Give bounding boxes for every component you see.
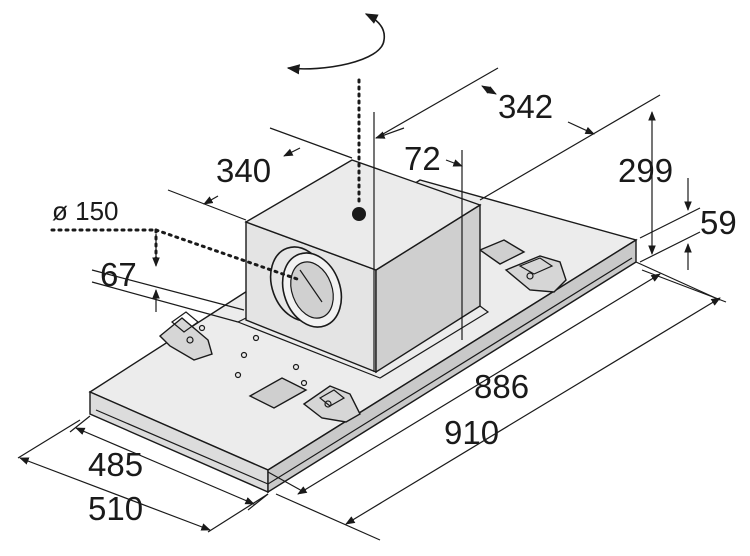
mount-hole: [198, 324, 206, 332]
dimension-duct-diameter: ø 150: [52, 196, 119, 226]
dimension-lines: [17, 67, 727, 541]
mount-hole: [234, 371, 242, 379]
dimension-duct-offset: 72: [404, 140, 441, 177]
panel-cutout: [478, 239, 526, 265]
dimension-box-depth: 340: [216, 152, 271, 189]
dimension-rotation-width: 342: [498, 88, 553, 125]
dimension-panel-height: 59: [700, 204, 737, 241]
dimension-box-height: 299: [618, 152, 673, 189]
dimension-outer-width: 510: [88, 490, 143, 527]
mount-hole: [252, 334, 260, 342]
mounting-bracket: [158, 311, 213, 361]
dimension-inner-width: 485: [88, 446, 143, 483]
rotation-arrow: [286, 13, 386, 208]
dimension-outer-length: 910: [444, 414, 499, 451]
mount-hole: [240, 351, 248, 359]
dimension-inner-length: 886: [474, 368, 529, 405]
dimension-duct-height: 67: [100, 256, 137, 293]
pivot-point: [352, 207, 366, 221]
